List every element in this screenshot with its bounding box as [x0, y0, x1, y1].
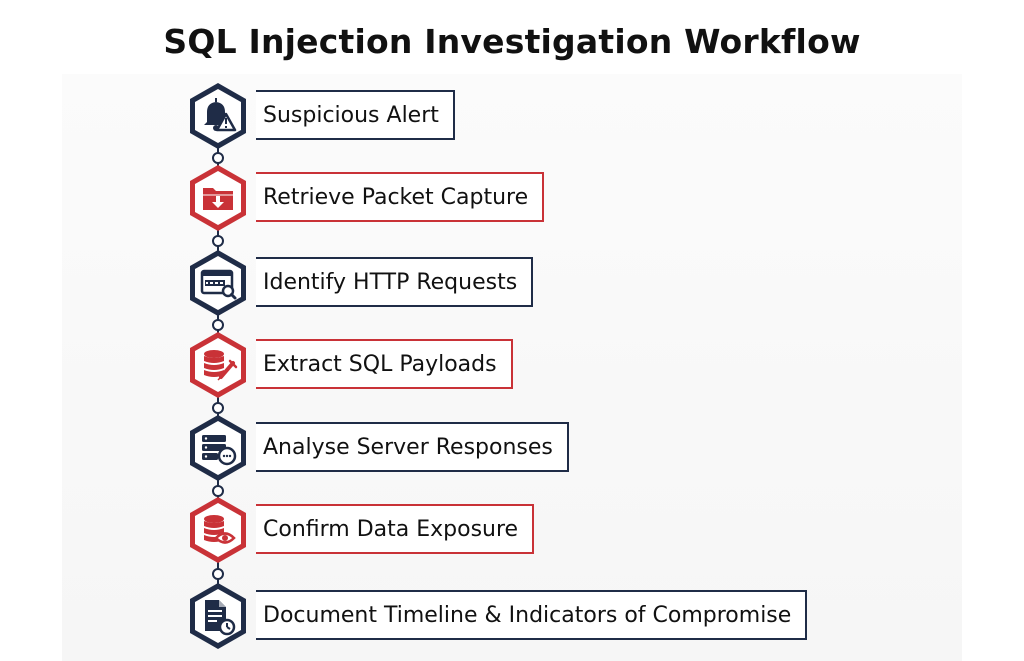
- bell-warning-icon: [204, 98, 237, 132]
- step-hexagon: [183, 248, 253, 318]
- step-label: Extract SQL Payloads: [256, 339, 513, 389]
- step-hexagon: [183, 163, 253, 233]
- connector-dot: [212, 319, 224, 331]
- step-label: Identify HTTP Requests: [256, 257, 534, 307]
- database-eye-icon: [204, 515, 236, 544]
- step-hexagon: [183, 81, 253, 151]
- step-hexagon: [183, 581, 253, 651]
- diagram-title: SQL Injection Investigation Workflow: [163, 22, 861, 61]
- step-hexagon: [183, 495, 253, 565]
- database-syringe-icon: [204, 350, 238, 381]
- connector-dot: [212, 485, 224, 497]
- step-label: Suspicious Alert: [256, 90, 455, 140]
- step-label: Analyse Server Responses: [256, 422, 569, 472]
- connector-dot: [212, 152, 224, 164]
- step-label: Confirm Data Exposure: [256, 504, 535, 554]
- folder-download-icon: [203, 188, 233, 210]
- document-clock-icon: [205, 600, 236, 636]
- step-hexagon: [183, 330, 253, 400]
- connector-dot: [212, 568, 224, 580]
- connector-dot: [212, 235, 224, 247]
- server-chat-icon: [202, 435, 237, 466]
- step-label: Retrieve Packet Capture: [256, 172, 545, 222]
- connector-dot: [212, 402, 224, 414]
- step-label: Document Timeline & Indicators of Compro…: [256, 590, 808, 640]
- http-search-icon: [200, 269, 237, 300]
- step-hexagon: [183, 413, 253, 483]
